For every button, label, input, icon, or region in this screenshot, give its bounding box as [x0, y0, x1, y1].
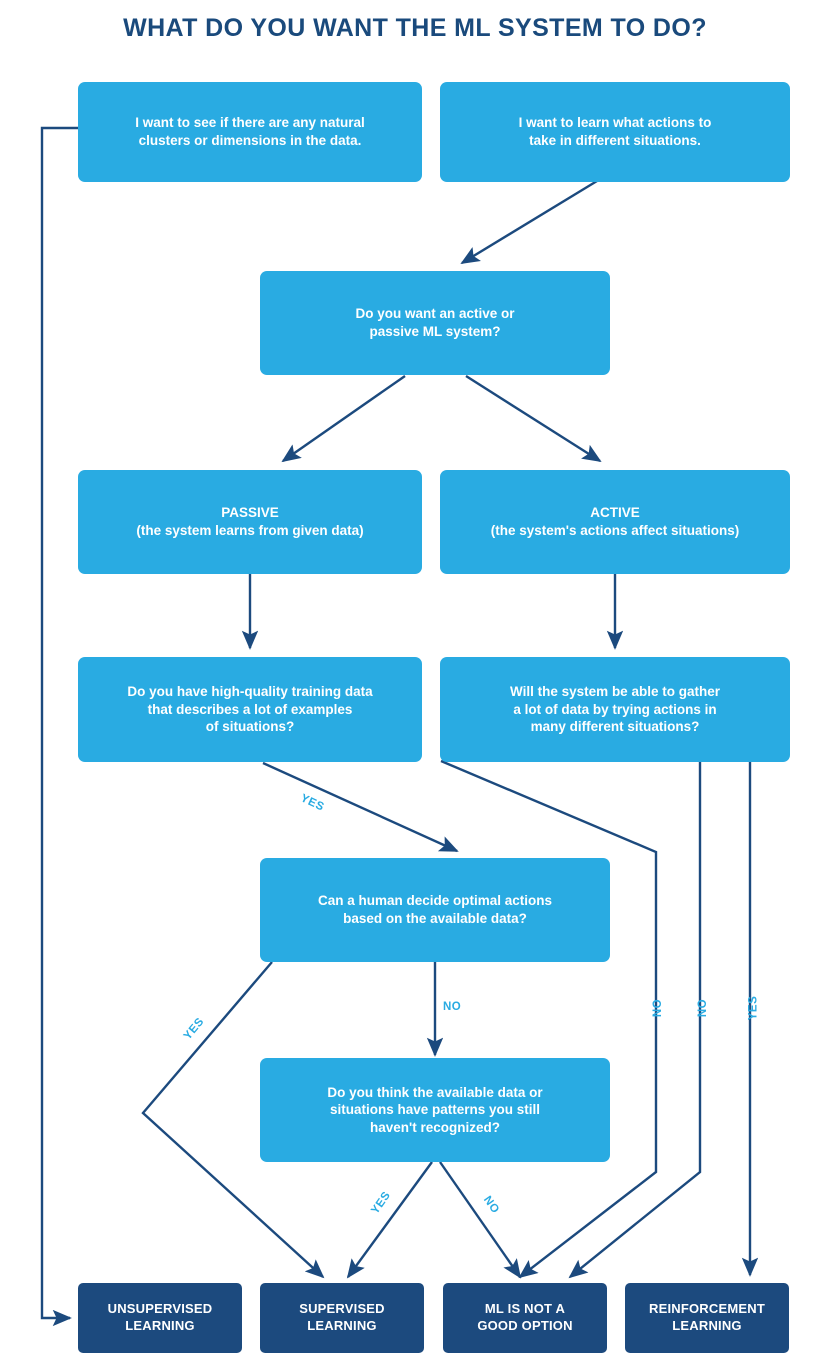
edge-label-human-yes: YES	[181, 1015, 207, 1043]
node-gather-data-label: Will the system be able to gather a lot …	[510, 684, 720, 735]
node-active-or-passive-label: Do you want an active or passive ML syst…	[355, 306, 515, 339]
node-result-not-good-label: ML IS NOT A GOOD OPTION	[477, 1301, 573, 1333]
node-active[interactable]: ACTIVE (the system's actions affect situ…	[440, 470, 790, 574]
edge-label-gather-yes: YES	[747, 995, 760, 1021]
edge-label-gather-no-left: NO	[652, 998, 665, 1018]
node-human-decide-label: Can a human decide optimal actions based…	[317, 893, 553, 926]
node-start-unsupervised[interactable]: I want to see if there are any natural c…	[78, 82, 422, 182]
node-start-actions-label: I want to learn what actions to take in …	[518, 115, 712, 148]
node-result-not-good[interactable]: ML IS NOT A GOOD OPTION	[443, 1283, 607, 1353]
node-active-or-passive[interactable]: Do you want an active or passive ML syst…	[260, 271, 610, 375]
edge-gatherdata-no-left	[440, 759, 658, 1279]
edge-patterns-yes-to-supervised	[346, 1161, 433, 1279]
node-training-data[interactable]: Do you have high-quality training data t…	[78, 657, 422, 762]
node-start-actions[interactable]: I want to learn what actions to take in …	[440, 82, 790, 182]
node-human-decide[interactable]: Can a human decide optimal actions based…	[260, 858, 610, 962]
node-result-unsupervised[interactable]: UNSUPERVISED LEARNING	[78, 1283, 242, 1353]
edge-actions-to-activepassive	[460, 179, 598, 265]
edge-label-gather-no-right: NO	[697, 998, 710, 1018]
node-result-reinforcement-label: REINFORCEMENT LEARNING	[649, 1301, 765, 1333]
node-result-unsupervised-label: UNSUPERVISED LEARNING	[107, 1301, 213, 1333]
edge-activepassive-to-passive	[281, 375, 406, 463]
node-active-label: ACTIVE (the system's actions affect situ…	[490, 505, 740, 538]
page-title: WHAT DO YOU WANT THE ML SYSTEM TO DO?	[123, 14, 707, 42]
edge-activepassive-to-active	[465, 374, 602, 463]
edge-patterns-no-to-notgood	[439, 1161, 522, 1279]
edge-label-training-yes: YES	[298, 792, 326, 814]
node-start-unsupervised-label: I want to see if there are any natural c…	[135, 115, 365, 148]
edge-gatherdata-no-right	[568, 761, 702, 1279]
node-patterns-label: Do you think the available data or situa…	[327, 1084, 543, 1135]
node-gather-data[interactable]: Will the system be able to gather a lot …	[440, 657, 790, 762]
node-result-reinforcement[interactable]: REINFORCEMENT LEARNING	[625, 1283, 789, 1353]
node-passive-label: PASSIVE (the system learns from given da…	[136, 505, 364, 538]
node-result-supervised-label: SUPERVISED LEARNING	[299, 1301, 385, 1333]
edge-trainingdata-yes-to-humandecide	[262, 761, 459, 853]
edge-label-patterns-yes: YES	[369, 1189, 394, 1217]
node-passive[interactable]: PASSIVE (the system learns from given da…	[78, 470, 422, 574]
node-training-data-label: Do you have high-quality training data t…	[127, 684, 373, 735]
node-patterns[interactable]: Do you think the available data or situa…	[260, 1058, 610, 1162]
edge-loopback-unsupervised	[40, 126, 78, 1327]
node-result-supervised[interactable]: SUPERVISED LEARNING	[260, 1283, 424, 1353]
edge-label-human-no: NO	[443, 1001, 462, 1013]
edge-label-patterns-no: NO	[480, 1194, 502, 1216]
